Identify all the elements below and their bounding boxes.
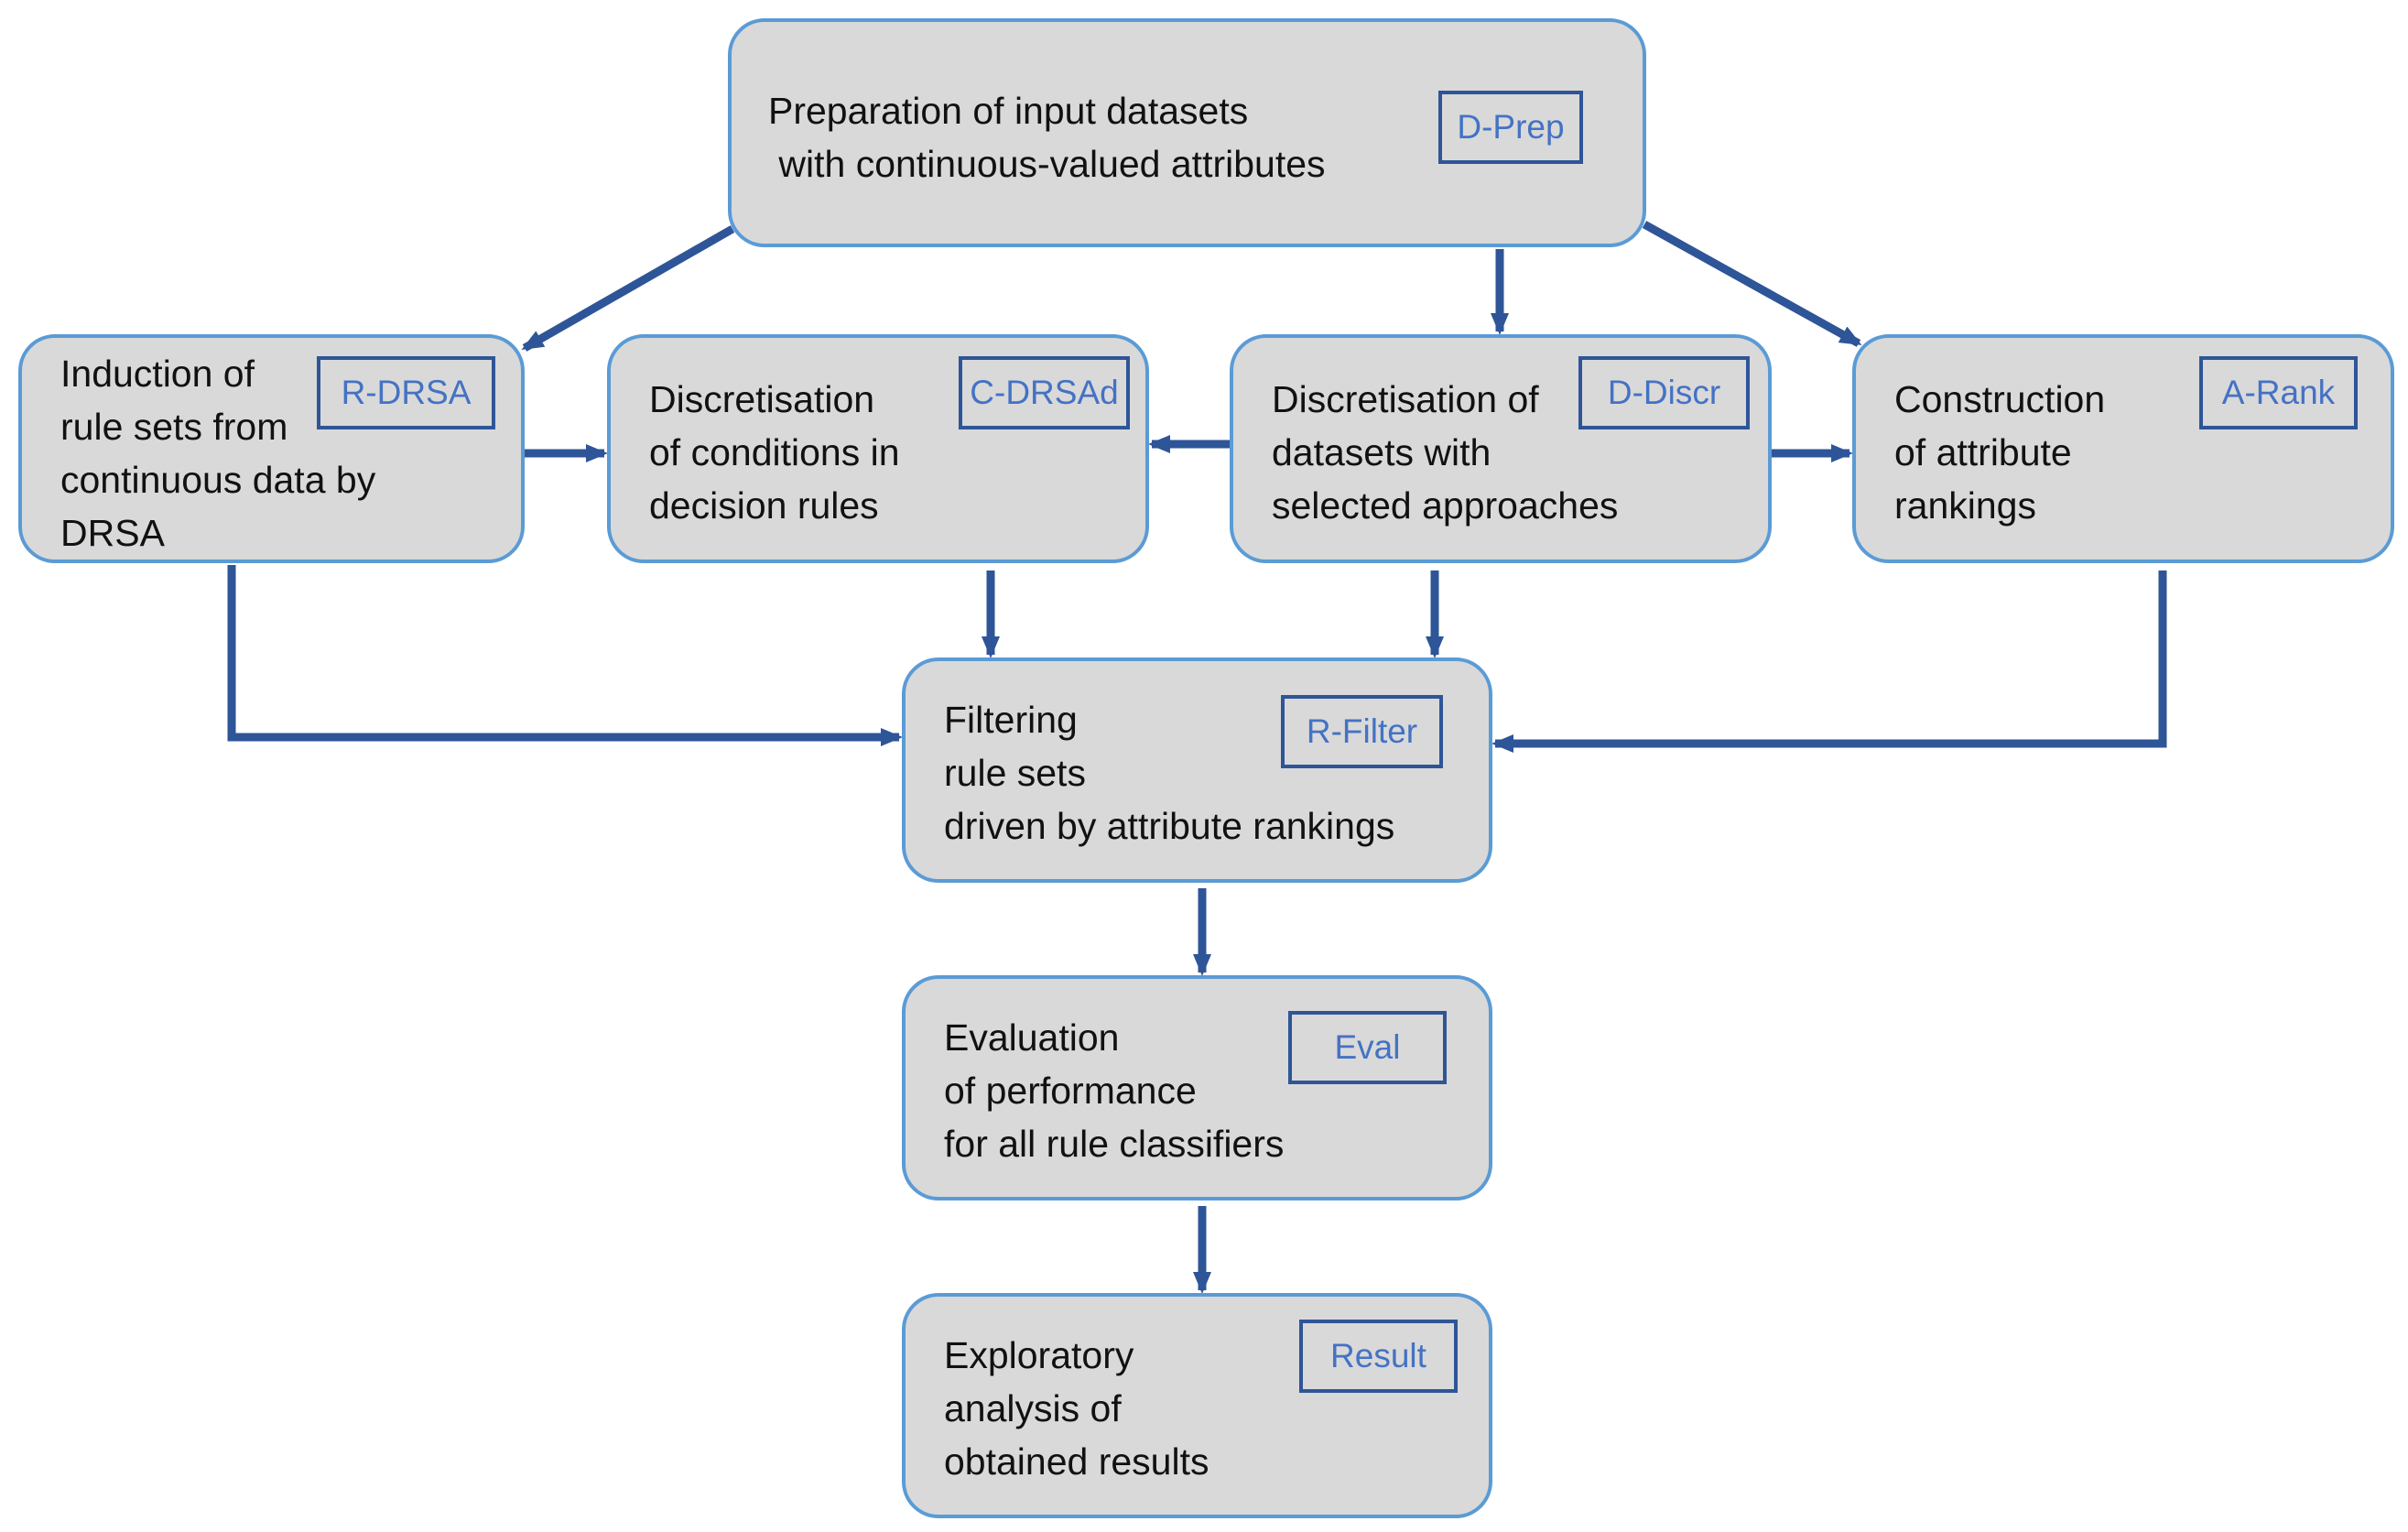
arrow-a-rank-to-r-filter [1491, 570, 2167, 753]
arrow-d-prep-to-r-drsa [521, 225, 735, 352]
node-d-prep-label: Preparation of input datasets with conti… [768, 90, 1326, 185]
node-r-filter: Filtering rule sets driven by attribute … [902, 657, 1492, 883]
node-a-rank: Construction of attribute rankings A-Ran… [1852, 334, 2394, 563]
node-a-rank-tag: A-Rank [2199, 356, 2358, 429]
node-r-filter-label: Filtering rule sets driven by attribute … [944, 699, 1395, 847]
node-c-drsad: Discretisation of conditions in decision… [607, 334, 1149, 563]
node-d-discr: Discretisation of datasets with selected… [1230, 334, 1772, 563]
node-eval-tag: Eval [1288, 1011, 1447, 1084]
node-d-prep-tag: D-Prep [1438, 91, 1583, 164]
node-result-tag: Result [1299, 1320, 1458, 1393]
node-d-discr-tag: D-Discr [1578, 356, 1750, 429]
node-result: Exploratory analysis of obtained results… [902, 1293, 1492, 1518]
node-eval-label: Evaluation of performance for all rule c… [944, 1016, 1285, 1165]
node-c-drsad-tag: C-DRSAd [959, 356, 1130, 429]
node-result-label: Exploratory analysis of obtained results [944, 1334, 1209, 1483]
node-a-rank-label: Construction of attribute rankings [1894, 378, 2106, 527]
arrow-d-prep-to-a-rank [1642, 221, 1862, 347]
node-r-filter-tag: R-Filter [1281, 695, 1443, 768]
node-d-prep: Preparation of input datasets with conti… [728, 18, 1646, 247]
node-r-drsa-tag: R-DRSA [317, 356, 495, 429]
node-r-drsa: Induction of rule sets from continuous d… [18, 334, 525, 563]
node-d-discr-label: Discretisation of datasets with selected… [1272, 378, 1619, 527]
node-c-drsad-label: Discretisation of conditions in decision… [649, 378, 900, 527]
arrow-r-drsa-to-r-filter [227, 565, 903, 746]
node-eval: Evaluation of performance for all rule c… [902, 975, 1492, 1201]
node-r-drsa-label: Induction of rule sets from continuous d… [60, 353, 376, 554]
